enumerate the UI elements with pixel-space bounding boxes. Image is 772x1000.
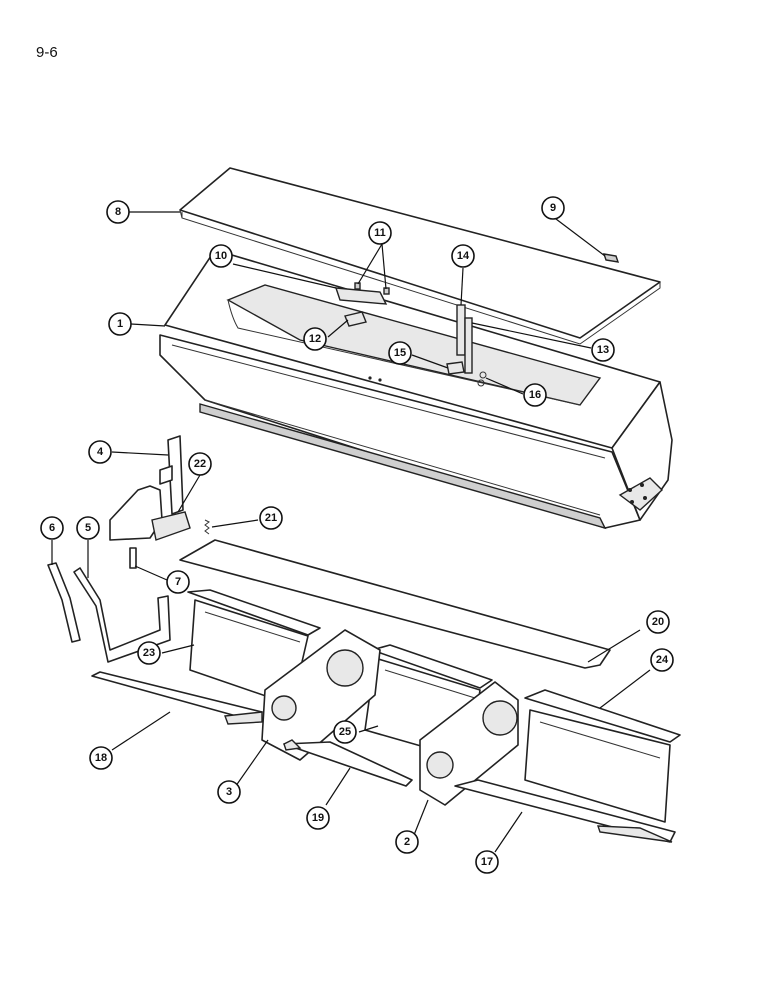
callout-5: 5 — [76, 516, 100, 540]
callout-21: 21 — [259, 506, 283, 530]
callout-2: 2 — [395, 830, 419, 854]
side-bracket-4 — [159, 435, 184, 515]
callout-18: 18 — [89, 746, 113, 770]
callout-6: 6 — [40, 516, 64, 540]
svg-text:15: 15 — [394, 347, 406, 359]
callout-13: 13 — [591, 338, 615, 362]
end-plate-2 — [419, 681, 519, 806]
mount-plate-22 — [109, 485, 191, 541]
latch-clip — [344, 311, 367, 327]
callout-9: 9 — [541, 196, 565, 220]
svg-text:4: 4 — [97, 446, 104, 458]
leader-lines — [51, 211, 651, 853]
svg-text:11: 11 — [374, 227, 386, 239]
end-plate-3 — [261, 629, 381, 761]
svg-text:17: 17 — [481, 856, 493, 868]
trough-panel-24 — [524, 689, 681, 823]
callout-24: 24 — [650, 648, 674, 672]
rail-19 — [283, 739, 413, 787]
callout-17: 17 — [475, 850, 499, 874]
svg-text:5: 5 — [85, 522, 91, 534]
page-number: 9-6 — [36, 44, 58, 61]
hopper-lid — [179, 167, 661, 345]
washer-nut — [477, 371, 487, 387]
callout-12: 12 — [303, 327, 327, 351]
svg-text:21: 21 — [265, 512, 277, 524]
callout-22: 22 — [188, 452, 212, 476]
hinge-bracket — [334, 282, 390, 305]
latch-plate — [446, 361, 465, 375]
spring-21 — [204, 519, 210, 535]
callout-1: 1 — [108, 312, 132, 336]
svg-text:19: 19 — [312, 812, 324, 824]
svg-text:8: 8 — [115, 206, 121, 218]
callout-20: 20 — [646, 610, 670, 634]
svg-text:23: 23 — [143, 647, 155, 659]
callout-15: 15 — [388, 341, 412, 365]
svg-text:16: 16 — [529, 389, 541, 401]
callout-4: 4 — [88, 440, 112, 464]
callout-25: 25 — [333, 720, 357, 744]
svg-text:24: 24 — [656, 654, 669, 666]
svg-text:7: 7 — [175, 576, 181, 588]
clip-7 — [129, 547, 137, 569]
callout-14: 14 — [451, 244, 475, 268]
rail-18 — [91, 671, 263, 725]
callout-7: 7 — [166, 570, 190, 594]
svg-text:10: 10 — [215, 250, 227, 262]
callout-3: 3 — [217, 780, 241, 804]
svg-text:9: 9 — [550, 202, 556, 214]
svg-text:6: 6 — [49, 522, 55, 534]
callout-11: 11 — [368, 221, 392, 245]
svg-text:2: 2 — [404, 836, 410, 848]
bottom-cover-20 — [179, 539, 611, 669]
callout-10: 10 — [209, 244, 233, 268]
svg-text:18: 18 — [95, 752, 107, 764]
callout-23: 23 — [137, 641, 161, 665]
rail-17 — [454, 779, 676, 843]
lid-latch — [602, 253, 620, 263]
svg-text:3: 3 — [226, 786, 232, 798]
svg-text:14: 14 — [457, 250, 470, 262]
callout-19: 19 — [306, 806, 330, 830]
svg-text:13: 13 — [597, 344, 609, 356]
callout-16: 16 — [523, 383, 547, 407]
svg-text:20: 20 — [652, 616, 664, 628]
svg-text:1: 1 — [117, 318, 123, 330]
callout-8: 8 — [106, 200, 130, 224]
svg-text:12: 12 — [309, 333, 321, 345]
u-bracket-5 — [73, 567, 171, 663]
svg-text:25: 25 — [339, 726, 351, 738]
u-bracket-6 — [47, 562, 81, 643]
svg-text:22: 22 — [194, 458, 206, 470]
